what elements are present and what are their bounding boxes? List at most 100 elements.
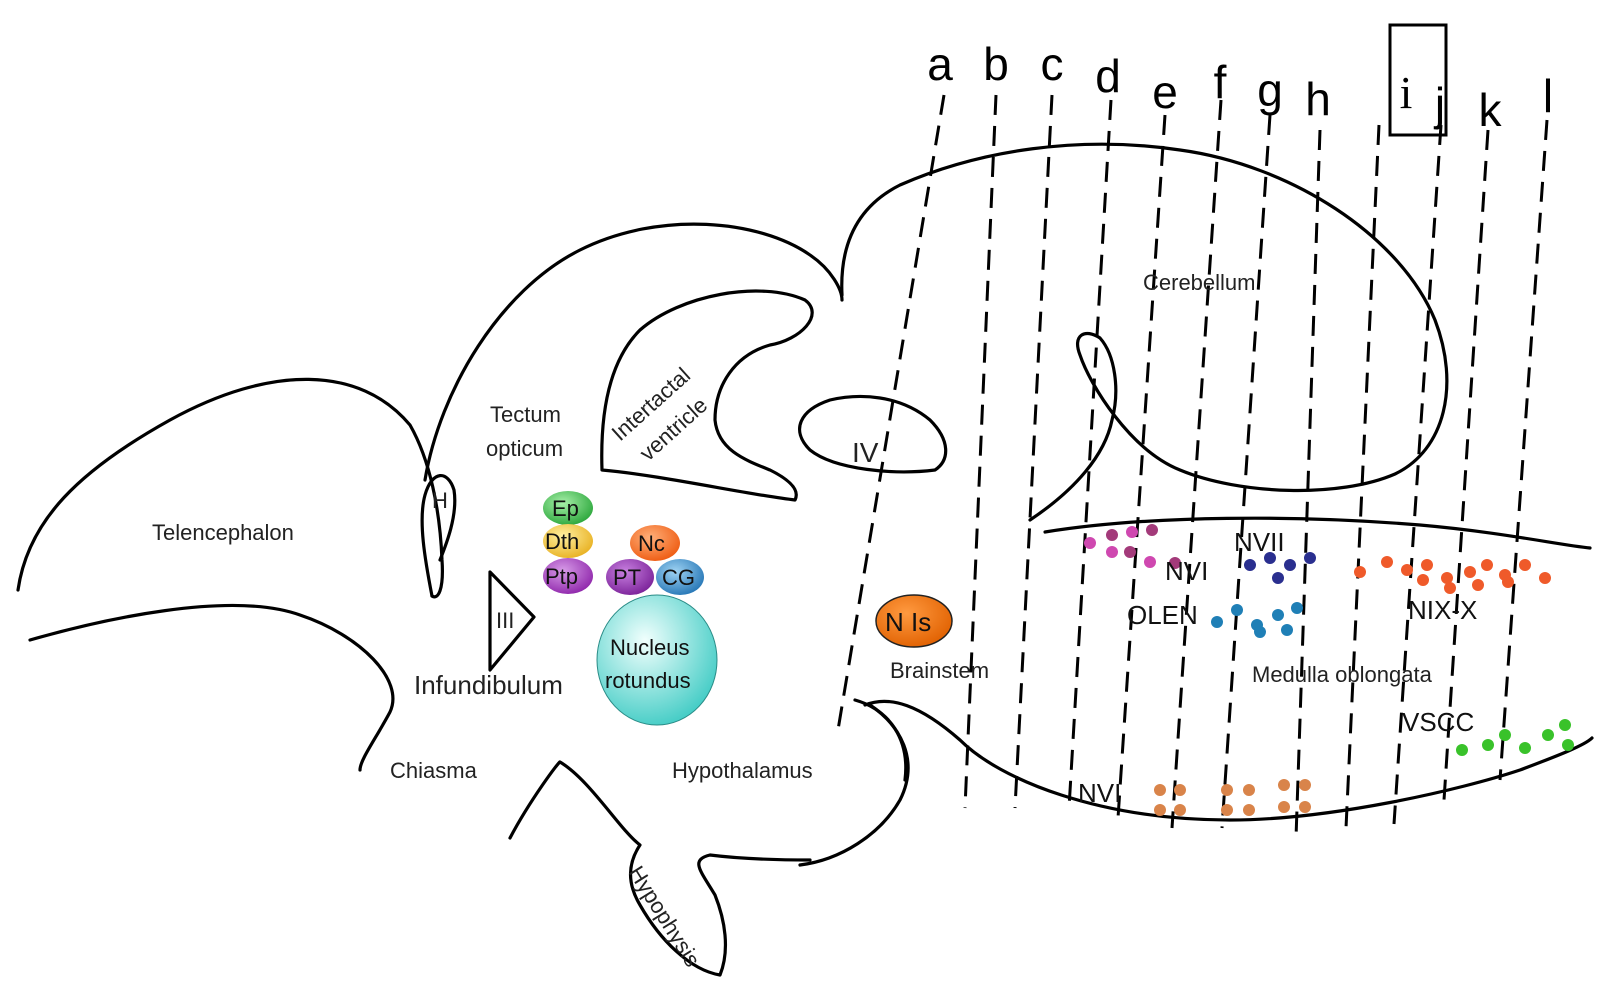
nucleus-ptp-label: Ptp <box>545 564 578 589</box>
nix-x-dot <box>1519 559 1531 571</box>
nucleus-rotundus-label-line1: Nucleus <box>610 635 689 660</box>
nucleus-ep-label: Ep <box>552 496 579 521</box>
nvi-upper-dot <box>1144 556 1156 568</box>
vscc-dot <box>1456 744 1468 756</box>
h-lobe-outline <box>420 474 457 598</box>
medulla-lower-outline <box>863 699 1594 822</box>
brain-outlines <box>16 142 1594 977</box>
section-letter-j: j <box>1433 78 1445 130</box>
nvi-lower-dot <box>1243 784 1255 796</box>
nix-x-dot <box>1539 572 1551 584</box>
nvi-lower-dot <box>1174 804 1186 816</box>
nvii-dot <box>1244 559 1256 571</box>
tectum-label-line2: opticum <box>486 436 563 461</box>
nvi-lower-dot <box>1154 784 1166 796</box>
hypophysis-outline <box>508 760 812 977</box>
nucleus-dth-label: Dth <box>545 529 579 554</box>
ventricle-iii-outline <box>488 570 536 672</box>
cut-line-k <box>1442 129 1490 801</box>
nvi-upper-dot <box>1106 546 1118 558</box>
cut-line-j <box>1392 124 1443 825</box>
nvii-dot <box>1264 552 1276 564</box>
nucleus-ptp <box>543 558 593 594</box>
section-letter-l: l <box>1543 70 1553 122</box>
cut-line-b <box>963 94 998 809</box>
section-letter-h: h <box>1305 73 1331 125</box>
cerebellum-outline <box>840 142 1449 522</box>
nvi-upper-label: NVI <box>1165 556 1208 586</box>
nix-x-dot <box>1444 582 1456 594</box>
nvi-lower-dot <box>1299 779 1311 791</box>
nucleus-rotundus-label-line2: rotundus <box>605 668 691 693</box>
medulla-label: Medulla oblongata <box>1252 662 1433 687</box>
tectum-outline <box>423 222 844 482</box>
nvi-lower-dot <box>1278 801 1290 813</box>
cut-line-c <box>1013 94 1054 809</box>
olen-dot <box>1272 609 1284 621</box>
vscc-label: VSCC <box>1402 707 1474 737</box>
vscc-dot <box>1542 729 1554 741</box>
section-letter-b: b <box>983 38 1009 90</box>
nix-x-dot <box>1502 576 1514 588</box>
nucleus-nis-label: N Is <box>885 607 931 637</box>
olen-dot <box>1211 616 1223 628</box>
brainstem-dot-clusters <box>1084 524 1574 816</box>
nvi-lower-label: NVI <box>1078 778 1121 808</box>
nucleus-pt-label: PT <box>613 565 641 590</box>
olen-dot <box>1254 626 1266 638</box>
brainstem-nucleus-labels: NVI NVII OLEN NIX-X VSCC NVI <box>1078 527 1477 808</box>
infundibulum-label: Infundibulum <box>414 670 563 700</box>
nucleus-ep <box>543 491 593 525</box>
nucleus-nc-label: Nc <box>638 531 665 556</box>
cut-line-d <box>1067 99 1113 809</box>
nuclei: Ep Dth Ptp Nc PT CG Nucleus rotundus N I… <box>543 491 953 726</box>
nvi-upper-dot <box>1169 557 1181 569</box>
ventricle-iv-label: IV <box>852 437 879 468</box>
intertectal-ventricle-outline <box>600 289 814 502</box>
section-cut-lines <box>836 94 1549 839</box>
nucleus-nis <box>875 594 953 648</box>
nix-x-dot <box>1472 579 1484 591</box>
nvi-lower-dot <box>1243 804 1255 816</box>
telencephalon-outline <box>16 377 444 599</box>
nix-x-dot <box>1441 572 1453 584</box>
cut-line-l <box>1498 119 1549 781</box>
nvi-lower-dot <box>1278 779 1290 791</box>
nvii-dot <box>1284 559 1296 571</box>
nucleus-dth <box>543 524 593 558</box>
brainstem-lobe-outline <box>853 698 908 782</box>
hypophysis-label: Hypophysis <box>624 861 705 971</box>
section-letter-k: k <box>1479 84 1503 136</box>
olen-dot <box>1291 602 1303 614</box>
cut-line-i <box>1344 124 1381 829</box>
h-label: H <box>432 488 448 513</box>
nix-x-dot <box>1381 556 1393 568</box>
nix-x-dot <box>1421 559 1433 571</box>
nucleus-rotundus <box>596 594 718 726</box>
region-labels: Telencephalon H Tectum opticum Intertact… <box>152 270 1433 971</box>
section-letter-a: a <box>927 38 953 90</box>
cut-line-g <box>1220 114 1272 829</box>
hypothalamus-outline <box>798 703 910 867</box>
section-letter-e: e <box>1152 66 1178 118</box>
telencephalon-lower-outline <box>28 603 395 772</box>
nvii-dot <box>1304 552 1316 564</box>
nvii-label: NVII <box>1234 527 1285 557</box>
nvi-lower-dot <box>1221 804 1233 816</box>
vscc-dot <box>1482 739 1494 751</box>
nix-x-dot <box>1481 559 1493 571</box>
nix-x-dot <box>1464 566 1476 578</box>
nix-x-dot <box>1354 566 1366 578</box>
nvii-dot <box>1272 572 1284 584</box>
nvi-upper-dot <box>1124 546 1136 558</box>
section-letter-f: f <box>1214 56 1227 108</box>
nucleus-pt <box>606 559 654 595</box>
nucleus-cg <box>656 559 704 595</box>
vscc-dot <box>1499 729 1511 741</box>
nix-x-dot <box>1401 564 1413 576</box>
telencephalon-label: Telencephalon <box>152 520 294 545</box>
vscc-dot <box>1559 719 1571 731</box>
nucleus-nc <box>630 525 680 561</box>
nvi-upper-dot <box>1084 537 1096 549</box>
